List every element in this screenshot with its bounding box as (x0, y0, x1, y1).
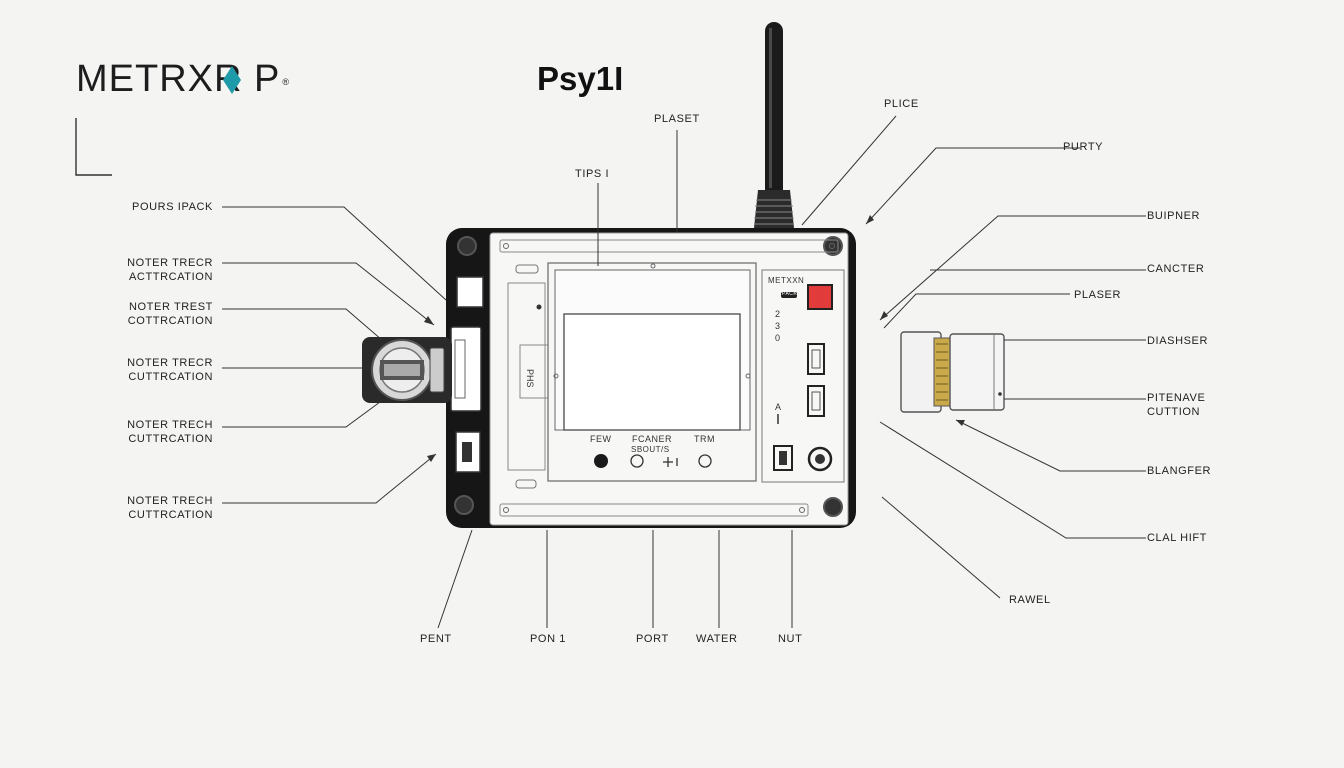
diagram-title: Psy1I (537, 60, 624, 97)
side-module (362, 337, 452, 403)
corner-bracket (75, 118, 112, 176)
detached-connector (900, 331, 1005, 413)
label-pent: PENT (420, 633, 452, 645)
label-plaset: PLASET (654, 113, 700, 125)
label-noter-trech-2: NOTER TRECH CUTTRCATION (127, 495, 213, 521)
panel-letter: A (775, 402, 782, 412)
panel-sublabel: PACK (782, 291, 798, 297)
button-label-2: FCANER (632, 434, 673, 444)
label-noter-trest: NOTER TREST COTTRCATION (127, 301, 213, 327)
label-port: PORT (636, 633, 669, 645)
label-nut: NUT (778, 633, 803, 645)
button-label-3: TRM (694, 434, 715, 444)
label-plaser: PLASER (1074, 289, 1122, 301)
brand-name: METRXR P (76, 58, 281, 100)
label-plice: PLICE (884, 98, 919, 110)
label-pon-1: PON 1 (530, 633, 567, 645)
label-tips-i: TIPS I (575, 168, 610, 180)
label-rawel: RAWEL (1009, 594, 1051, 606)
antenna (754, 22, 794, 228)
label-noter-trech-1: NOTER TRECH CUTTRCATION (127, 419, 213, 445)
label-noter-trecr-2: NOTER TRECR CUTTRCATION (127, 357, 213, 383)
label-blangfer: BLANGFER (1147, 465, 1212, 477)
logo-accent-icon (223, 66, 241, 94)
button-label-1: FEW (590, 434, 612, 444)
label-pours-ipack: POURS IPACK (132, 201, 213, 213)
leader-lines (222, 115, 1146, 629)
device-body: PHS (446, 222, 856, 528)
label-noter-trecr-1: NOTER TRECR ACTTRCATION (127, 257, 213, 283)
brand-reg-mark: ® (282, 77, 290, 87)
label-purty: PURTY (1063, 141, 1104, 153)
label-diashser: DIASHSER (1147, 335, 1209, 347)
svg-text:PHS: PHS (525, 369, 535, 388)
panel-label: METXXN (768, 276, 805, 285)
label-water: WATER (696, 633, 738, 645)
label-cancter: CANCTER (1147, 263, 1205, 275)
panel-digits: 2 3 0 (775, 309, 781, 343)
label-pitenave: PITENAVE CUTTION (1147, 392, 1206, 418)
brand-logo: METRXR P® (76, 58, 290, 101)
button-sublabel: SBOUT/S (631, 445, 670, 454)
label-clal-hift: CLAL HIFT (1147, 532, 1208, 544)
label-buipner: BUIPNER (1147, 210, 1201, 222)
